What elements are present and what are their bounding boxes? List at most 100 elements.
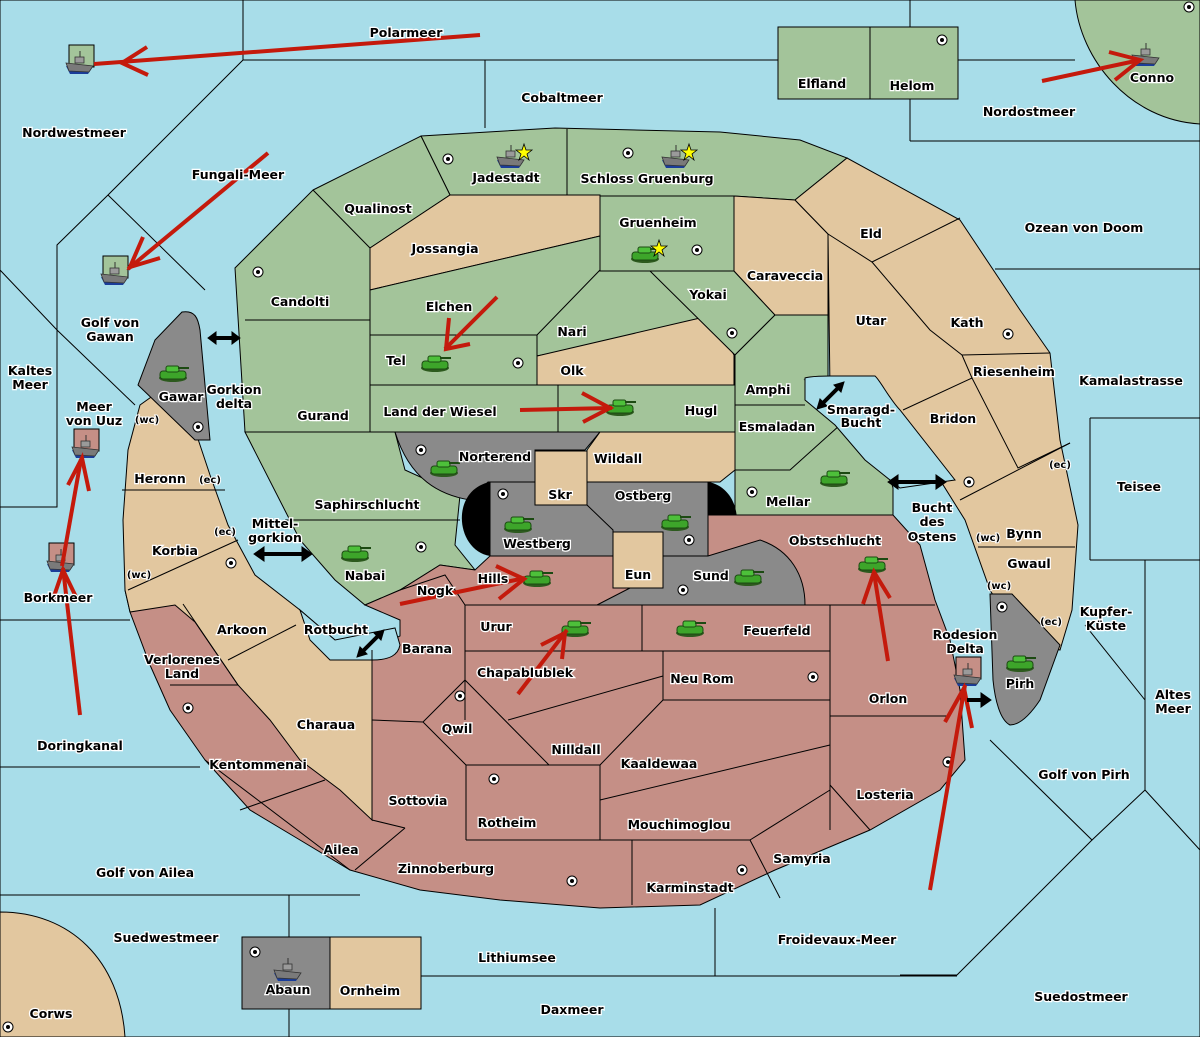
label-conno: Conno bbox=[1130, 70, 1175, 85]
label-charaua: Charaua bbox=[297, 717, 355, 732]
label-candolti: Candolti bbox=[271, 294, 330, 309]
star-icon bbox=[649, 238, 669, 258]
army-unit-icon[interactable] bbox=[661, 514, 691, 531]
coast-tag-bynn-wc: (wc) bbox=[976, 533, 1000, 544]
south-borders bbox=[170, 574, 950, 905]
label-ornheim: Ornheim bbox=[340, 983, 400, 998]
label-mittelgorkion-2: gorkion bbox=[248, 530, 302, 545]
label-yokai: Yokai bbox=[688, 287, 727, 302]
territory-skr[interactable] bbox=[534, 450, 588, 506]
units-layer bbox=[46, 43, 1160, 981]
fleet-unit-icon[interactable] bbox=[65, 51, 94, 74]
double-arrow-icon bbox=[253, 546, 313, 562]
label-suedwestmeer: Suedwestmeer bbox=[114, 930, 220, 945]
arrow-right-icon bbox=[967, 692, 992, 708]
label-rodesion-delta: Rodesion bbox=[933, 627, 998, 642]
fleet-unit-icon[interactable] bbox=[661, 145, 690, 168]
label-qwil: Qwil bbox=[442, 721, 473, 736]
label-lithiumsee: Lithiumsee bbox=[478, 950, 556, 965]
label-elchen: Elchen bbox=[426, 299, 473, 314]
territory-gruenheim[interactable] bbox=[599, 195, 735, 272]
army-unit-icon[interactable] bbox=[820, 470, 850, 487]
army-unit-icon[interactable] bbox=[159, 365, 189, 382]
army-unit-icon[interactable] bbox=[421, 355, 451, 372]
label-nogk: Nogk bbox=[417, 583, 454, 598]
label-smaragd-bucht: Smaragd- bbox=[827, 402, 895, 417]
label-kaltes-meer: Kaltes bbox=[8, 363, 52, 378]
label-nilldall: Nilldall bbox=[551, 742, 600, 757]
label-meer-von-uuz: Meer bbox=[76, 399, 112, 414]
double-arrow-icon bbox=[356, 629, 385, 658]
label-altes-meer: Altes bbox=[1155, 687, 1191, 702]
territory-south-red[interactable] bbox=[124, 514, 966, 909]
label-mittelgorkion: Mittel- bbox=[252, 516, 299, 531]
double-arrow-icon bbox=[887, 474, 947, 490]
label-riesenheim: Riesenheim bbox=[973, 364, 1055, 379]
label-mellar: Mellar bbox=[766, 494, 811, 509]
territory-corws[interactable] bbox=[0, 911, 126, 1037]
label-orlon: Orlon bbox=[869, 691, 908, 706]
label-esmaladan: Esmaladan bbox=[739, 419, 815, 434]
territory-jadestadt-gruenburg[interactable] bbox=[419, 127, 848, 201]
label-polarmeer: Polarmeer bbox=[370, 25, 444, 40]
army-unit-icon[interactable] bbox=[676, 620, 706, 637]
label-froidevaux-meer: Froidevaux-Meer bbox=[778, 932, 897, 947]
coast-tag-korbia-ec: (ec) bbox=[214, 527, 236, 538]
label-ozean-von-doom: Ozean von Doom bbox=[1025, 220, 1144, 235]
label-schloss-gruenburg: Schloss Gruenburg bbox=[580, 171, 713, 186]
supply-center-dots bbox=[6, 5, 1191, 1029]
label-heronn: Heronn bbox=[134, 471, 186, 486]
fleet-unit-icon[interactable] bbox=[100, 262, 129, 285]
label-feuerfeld: Feuerfeld bbox=[743, 623, 810, 638]
territory-wildall[interactable] bbox=[586, 431, 736, 483]
army-unit-icon[interactable] bbox=[523, 570, 553, 587]
label-barana: Barana bbox=[402, 641, 452, 656]
label-tel: Tel bbox=[386, 353, 406, 368]
fleet-unit-icon[interactable] bbox=[953, 663, 982, 686]
label-utar: Utar bbox=[856, 313, 888, 328]
sea-rotbucht[interactable] bbox=[298, 608, 401, 661]
fleet-unit-icon[interactable] bbox=[71, 435, 100, 458]
label-mouchimoglou: Mouchimoglou bbox=[628, 817, 731, 832]
territory-ornheim[interactable] bbox=[329, 936, 422, 1010]
army-unit-icon[interactable] bbox=[504, 516, 534, 533]
label-obstschlucht: Obstschlucht bbox=[789, 533, 881, 548]
army-unit-icon[interactable] bbox=[430, 460, 460, 477]
army-unit-icon[interactable] bbox=[606, 399, 636, 416]
territory-elfland[interactable] bbox=[777, 26, 871, 100]
army-unit-icon[interactable] bbox=[631, 246, 661, 263]
label-zinnoberburg: Zinnoberburg bbox=[398, 861, 494, 876]
label-golf-von-gawan-2: Gawan bbox=[86, 329, 134, 344]
label-kamalastrasse: Kamalastrasse bbox=[1079, 373, 1183, 388]
star-icon bbox=[679, 142, 699, 162]
label-rotheim: Rotheim bbox=[478, 815, 537, 830]
canal-arrows bbox=[207, 331, 992, 708]
territory-olk[interactable] bbox=[536, 314, 735, 386]
coast-tag-bynn-ec: (ec) bbox=[1049, 460, 1071, 471]
coast-tag-heronn-ec: (ec) bbox=[199, 475, 221, 486]
army-unit-icon[interactable] bbox=[858, 556, 888, 573]
territory-eun[interactable] bbox=[612, 531, 664, 589]
army-unit-icon[interactable] bbox=[1006, 655, 1036, 672]
label-jossangia: Jossangia bbox=[410, 241, 478, 256]
fleet-unit-icon[interactable] bbox=[273, 958, 302, 981]
army-unit-icon[interactable] bbox=[561, 620, 591, 637]
label-altes-meer-2: Meer bbox=[1155, 701, 1191, 716]
label-pirh: Pirh bbox=[1006, 676, 1035, 691]
label-arkoon: Arkoon bbox=[217, 622, 267, 637]
label-ailea: Ailea bbox=[323, 842, 358, 857]
army-unit-icon[interactable] bbox=[734, 569, 764, 586]
label-smaragd-bucht-2: Bucht bbox=[841, 415, 882, 430]
stars bbox=[514, 142, 699, 258]
label-kaaldewaa: Kaaldewaa bbox=[621, 756, 698, 771]
double-arrow-icon bbox=[207, 331, 241, 345]
label-eun: Eun bbox=[625, 567, 651, 582]
label-nordwestmeer: Nordwestmeer bbox=[22, 125, 127, 140]
label-abaun: Abaun bbox=[266, 982, 311, 997]
label-rodesion-delta-2: Delta bbox=[946, 641, 984, 656]
label-gruenheim: Gruenheim bbox=[619, 215, 696, 230]
army-unit-icon[interactable] bbox=[341, 545, 371, 562]
label-amphi: Amphi bbox=[746, 382, 791, 397]
fleet-unit-icon[interactable] bbox=[496, 145, 525, 168]
label-elfland: Elfland bbox=[798, 76, 846, 91]
